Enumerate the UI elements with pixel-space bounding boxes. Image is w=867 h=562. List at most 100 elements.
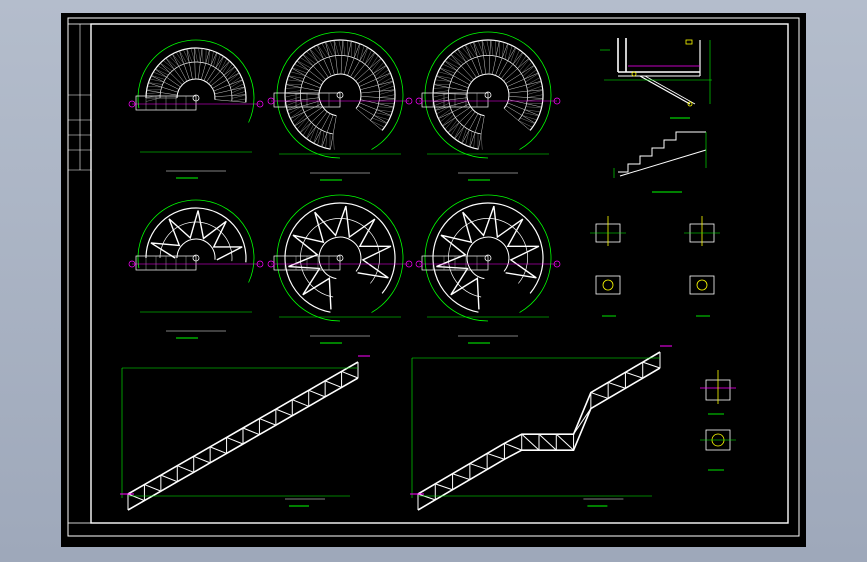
tread-line [344, 41, 352, 75]
hatch-line [217, 56, 224, 70]
hatch-line [285, 90, 301, 93]
detail-steps [613, 131, 707, 193]
hatch-line [222, 61, 230, 74]
hatch-line [370, 120, 385, 128]
tread-line [442, 106, 471, 127]
hatch-line [379, 85, 395, 92]
hatch-line [213, 52, 218, 67]
hatch-line [374, 65, 387, 77]
hatch-line [321, 43, 330, 57]
hatch-line [210, 51, 214, 66]
stair-plan-1 [128, 39, 264, 179]
hatch-line [450, 122, 460, 136]
hatch-line [297, 60, 311, 69]
truss-diagonal [590, 392, 609, 399]
tread-line [148, 82, 178, 93]
tread-line [360, 80, 394, 90]
detail-supports [700, 370, 736, 471]
hatch-line [202, 48, 204, 63]
hatch-line [378, 77, 393, 86]
arc [284, 202, 396, 313]
arc [466, 236, 510, 280]
hatch-line [153, 71, 167, 78]
hatch-line [225, 66, 236, 78]
tread-line [508, 80, 542, 90]
axis-bubble [128, 260, 136, 268]
arc [145, 207, 247, 263]
hatch-line [445, 60, 459, 69]
hatch-line [373, 62, 385, 74]
tread-line [288, 75, 321, 89]
tread-line [172, 53, 188, 82]
hatch-line [378, 81, 394, 89]
tread-line [325, 41, 335, 75]
tread-line [508, 89, 543, 94]
hatch-line [285, 87, 302, 89]
hatch-line [353, 42, 357, 59]
tread-line [360, 96, 395, 99]
hatch-line [292, 67, 308, 74]
truss-diagonal [625, 371, 643, 379]
tread-line [313, 113, 331, 144]
tread-line [159, 63, 183, 85]
tread-line [291, 68, 322, 86]
hatch-line [447, 57, 462, 67]
tread-line [478, 115, 485, 150]
hatch-line [294, 114, 306, 126]
hatch-line [169, 55, 180, 67]
detail-stair-section [600, 38, 712, 119]
axis-bubble [267, 97, 275, 105]
hatch-line [179, 50, 187, 64]
tread-line [316, 44, 332, 77]
tread-line [198, 48, 203, 80]
stair-plan-5 [267, 194, 413, 344]
tread-line [214, 99, 246, 103]
tread-line [194, 48, 196, 80]
tread-line [507, 72, 539, 87]
tread-line [355, 58, 382, 82]
hatch-line [338, 39, 343, 56]
hatch-line [442, 114, 454, 126]
hatch-line [198, 48, 201, 63]
hatch-line [299, 119, 310, 133]
hatch-line [313, 46, 324, 60]
stair-elevation-1 [120, 355, 370, 511]
tread-line [355, 108, 383, 131]
hatch-line [223, 63, 233, 76]
axis-bubble [405, 260, 413, 268]
hatch-line [292, 111, 305, 123]
hatch-line [287, 79, 303, 82]
tread-line [450, 54, 475, 80]
hatch-line [525, 73, 539, 83]
tread-line [438, 103, 470, 119]
hatch-line [228, 73, 240, 83]
truss-diagonal [435, 483, 453, 491]
hatch-line [165, 57, 177, 68]
tread-line [155, 68, 181, 88]
hatch-line [309, 48, 321, 61]
tread-line [359, 102, 392, 116]
tread-line [492, 41, 500, 75]
hatch-line [517, 55, 527, 69]
axis-bubble [553, 97, 561, 105]
hatch-line [151, 75, 166, 80]
tread-line [500, 52, 523, 79]
hatch-line [512, 49, 520, 65]
hatch-line [362, 47, 369, 63]
truss-diagonal [486, 452, 505, 460]
tread-line [464, 44, 480, 77]
tread-line [306, 111, 328, 139]
tread-line [505, 105, 536, 124]
hatch-line [231, 91, 246, 96]
hatch-line [435, 102, 450, 111]
hatch-line [145, 95, 161, 98]
tread-line [146, 90, 178, 96]
hatch-line [285, 96, 301, 102]
truss-web [288, 205, 392, 310]
hatch-line [435, 79, 451, 82]
arc [159, 221, 233, 262]
arc [284, 39, 396, 150]
tread-line [213, 79, 243, 92]
hatch-line [527, 98, 543, 101]
